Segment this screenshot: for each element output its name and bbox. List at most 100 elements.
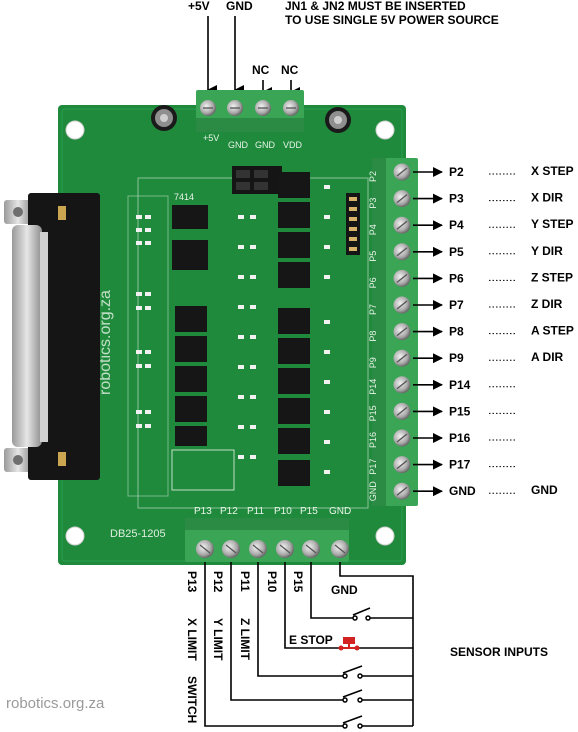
jumper-note-line1: JN1 & JN2 MUST BE INSERTED — [285, 0, 466, 13]
bottom-label-p11: P11 — [238, 571, 252, 592]
estop-button-icon — [338, 637, 360, 651]
page-watermark: robotics.org.za — [6, 695, 105, 712]
pin-label-gnd: GND — [449, 484, 476, 498]
right-silk-label: P4 — [368, 224, 378, 235]
bottom-label-p10: P10 — [265, 571, 279, 593]
screw-slot — [396, 380, 408, 390]
top-silk-2: GND — [228, 140, 249, 150]
top-silk-1: +5V — [203, 133, 219, 143]
pin-function-label: A DIR — [531, 350, 564, 364]
pin-function-label: GND — [531, 483, 558, 497]
bottom-screws — [196, 540, 349, 558]
optocouplers-left — [175, 306, 207, 446]
ic-7414-lower — [172, 240, 208, 270]
jumper-note-line2: TO USE SINGLE 5V POWER SOURCE — [285, 13, 499, 27]
right-silk-label: P5 — [368, 251, 378, 262]
pin-label-p7: P7 — [449, 298, 464, 312]
pin-function-label: Z STEP — [531, 270, 573, 284]
screw-slot — [305, 544, 317, 554]
pin-function-label: X DIR — [531, 191, 563, 205]
top-terminal-block: +5V GND GND VDD — [196, 90, 304, 150]
top-silk-4: VDD — [283, 140, 303, 150]
y-limit-label: Y LIMIT — [211, 618, 225, 661]
ic-7414-upper: 7414 — [172, 192, 208, 229]
label-plus5v: +5V — [188, 0, 210, 13]
bottom-silk-label: P11 — [247, 506, 264, 517]
right-silk-label: P9 — [368, 357, 378, 368]
screw-slot — [396, 247, 408, 257]
pin-function-label: X STEP — [531, 164, 574, 178]
board-watermark: robotics.org.za — [97, 290, 114, 395]
label-nc-2: NC — [281, 63, 299, 77]
screw-slot — [279, 544, 291, 554]
smd-resistors — [136, 185, 330, 474]
screw-slot — [396, 433, 408, 443]
limit-switches — [342, 607, 371, 729]
pin-label-p3: P3 — [449, 192, 464, 206]
bottom-silk-label: P13 — [194, 506, 212, 517]
pin-label-p6: P6 — [449, 271, 464, 285]
right-silk-label: P15 — [368, 405, 378, 421]
z-limit-label: Z LIMIT — [238, 618, 252, 661]
mounting-hole-tl — [65, 120, 85, 140]
bottom-silk-label: P10 — [274, 506, 292, 517]
optocouplers-right — [278, 172, 310, 486]
right-silk-label: P17 — [368, 459, 378, 475]
jumper-headers — [232, 166, 282, 194]
bottom-header-pins — [171, 449, 235, 491]
bottom-label-gnd: GND — [331, 583, 358, 597]
pin-label-p9: P9 — [449, 351, 464, 365]
screw-slot — [396, 194, 408, 204]
screw-slot — [252, 544, 264, 554]
pcb-board: 7414 — [58, 105, 406, 565]
pin-label-p16: P16 — [449, 431, 471, 445]
bottom-label-p12: P12 — [211, 571, 225, 593]
pin-label-p14: P14 — [449, 378, 471, 392]
bottom-silk-label: P15 — [300, 506, 318, 517]
x-limit-label: X LIMIT — [185, 618, 199, 661]
pin-label-p2: P2 — [449, 165, 464, 179]
pin-label-p8: P8 — [449, 325, 464, 339]
pin-function-label: A STEP — [531, 324, 574, 338]
bottom-silk-label: P12 — [220, 506, 238, 517]
label-gnd-power: GND — [226, 0, 253, 13]
screw-slot — [396, 460, 408, 470]
estop-label: E STOP — [289, 633, 333, 647]
screw-slot — [225, 544, 237, 554]
label-nc-1: NC — [252, 63, 270, 77]
right-silk-label: P7 — [368, 304, 378, 315]
mounting-hole-br — [375, 526, 395, 546]
capacitor-left — [151, 105, 177, 131]
pin-header-right — [346, 193, 360, 255]
right-silk-label: P2 — [368, 171, 378, 182]
screw-slot — [396, 353, 408, 363]
switch-label: SWITCH — [185, 676, 199, 723]
top-silk-3: GND — [255, 140, 276, 150]
screw-slot — [199, 544, 211, 554]
pin-function-label: Y DIR — [531, 244, 563, 258]
screw-slot — [396, 486, 408, 496]
pin-label-p5: P5 — [449, 245, 464, 259]
pin-label-p15: P15 — [449, 404, 471, 418]
pin-function-label: Z DIR — [531, 297, 563, 311]
mounting-hole-bl — [65, 526, 85, 546]
right-silk-label: P3 — [368, 198, 378, 209]
db25-connector — [4, 193, 100, 480]
capacitor-right — [325, 107, 351, 133]
right-silk-label: P6 — [368, 277, 378, 288]
right-silk-label: P16 — [368, 432, 378, 448]
right-silk-label: P8 — [368, 331, 378, 342]
screw-slot — [334, 544, 346, 554]
right-silk-label: GND — [368, 481, 378, 502]
bottom-label-p13: P13 — [185, 571, 199, 593]
mounting-hole-tr — [375, 120, 395, 140]
sensor-inputs-label: SENSOR INPUTS — [450, 645, 548, 659]
screw-slot — [396, 300, 408, 310]
board-model: DB25-1205 — [110, 528, 166, 540]
pin-function-label: Y STEP — [531, 217, 573, 231]
bottom-label-p15: P15 — [291, 571, 305, 593]
screw-slot — [396, 220, 408, 230]
screw-slot — [396, 167, 408, 177]
